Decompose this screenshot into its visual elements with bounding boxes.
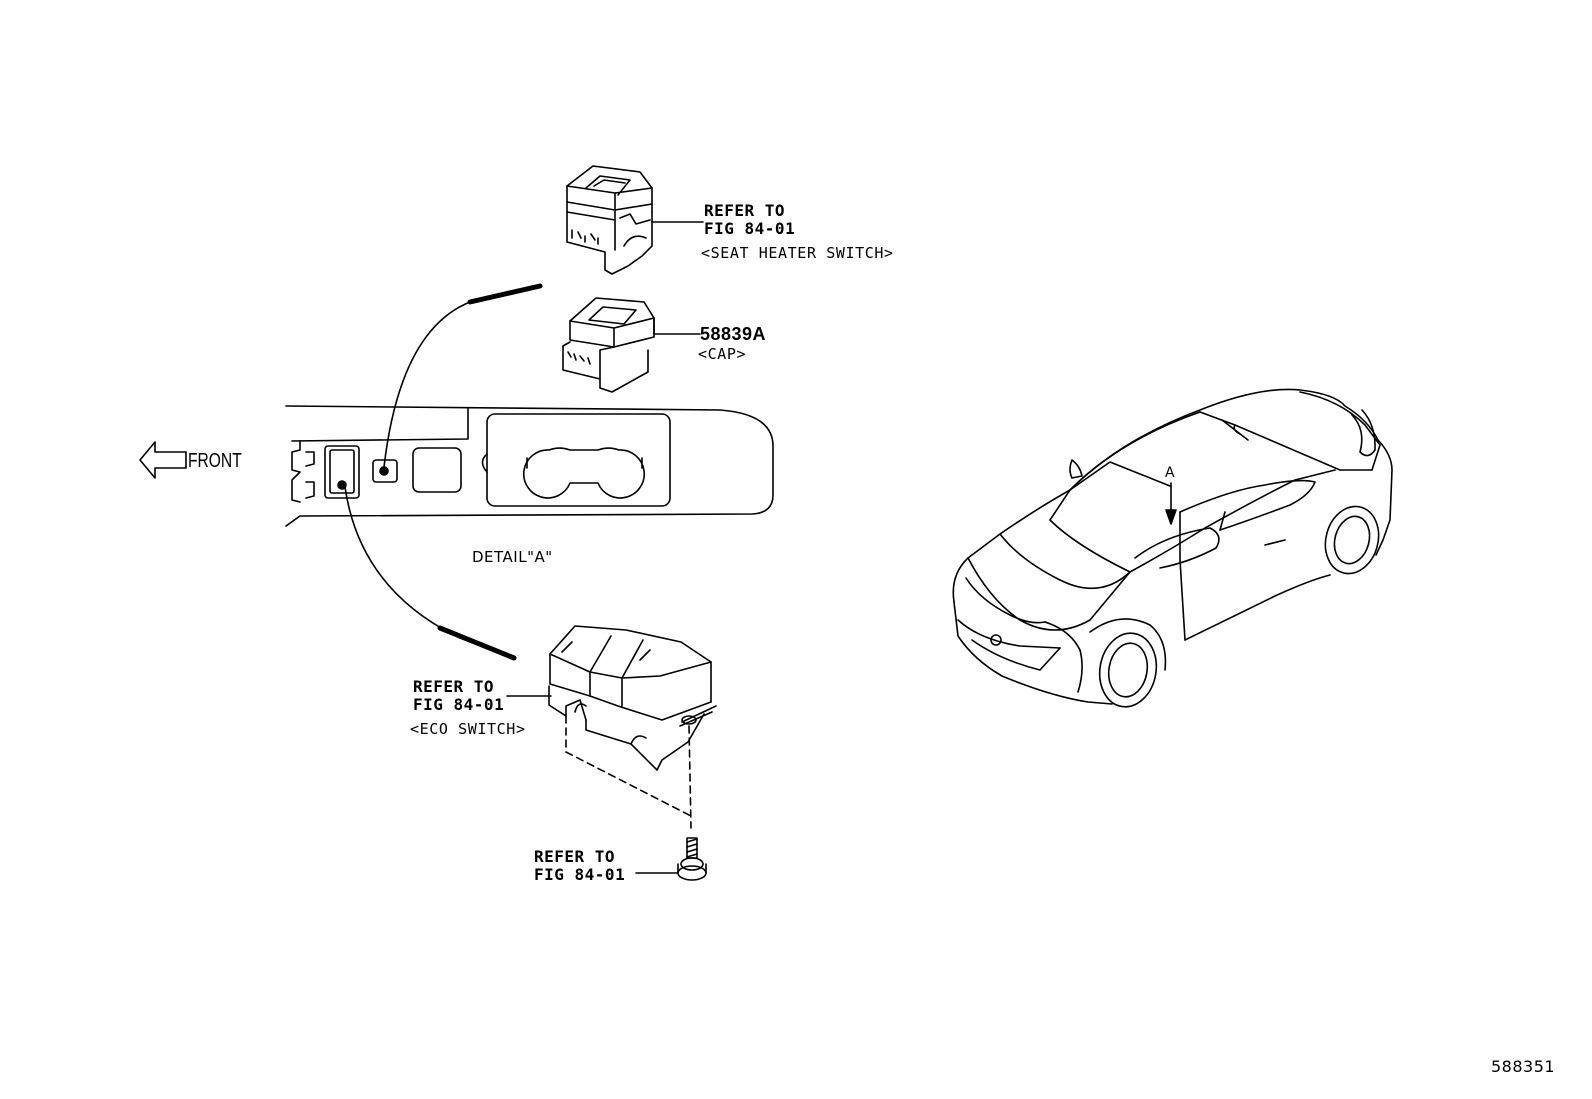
seat-heater-fig-label: FIG 84-01 xyxy=(704,219,796,238)
assembly-line-left xyxy=(566,716,691,816)
figure-id: 588351 xyxy=(1491,1057,1556,1076)
lower-connector-end xyxy=(440,628,514,658)
seat-heater-name-label: <SEAT HEATER SWITCH> xyxy=(701,244,894,262)
eco-refer-label: REFER TO xyxy=(413,677,495,696)
upper-connector-end xyxy=(470,286,540,302)
assembly-line-right xyxy=(689,726,691,828)
seat-heater-refer-label: REFER TO xyxy=(704,201,786,220)
lower-connector-arc xyxy=(345,487,514,658)
vehicle-drawing xyxy=(953,389,1392,711)
cap-name-label: <CAP> xyxy=(698,345,747,363)
seat-heater-switch-drawing xyxy=(567,166,652,274)
view-a-marker: A xyxy=(1165,465,1176,481)
cap-part-number: 58839A xyxy=(700,324,767,344)
front-label: FRONT xyxy=(188,450,242,472)
eco-fig-label: FIG 84-01 xyxy=(413,695,505,714)
screw-drawing xyxy=(678,838,706,880)
view-a-arrowhead xyxy=(1166,510,1176,524)
console-detail-drawing xyxy=(286,406,773,526)
front-arrow-icon xyxy=(140,442,186,478)
eco-switch-drawing xyxy=(549,626,716,770)
eco-name-label: <ECO SWITCH> xyxy=(410,720,526,738)
screw-refer-label: REFER TO xyxy=(534,847,616,866)
detail-a-label: DETAIL"A" xyxy=(472,548,553,566)
seat-heater-pointer-dot xyxy=(380,467,388,475)
upper-connector-arc xyxy=(384,286,540,467)
eco-switch-pointer-dot xyxy=(338,481,346,489)
screw-fig-label: FIG 84-01 xyxy=(534,865,626,884)
cap-drawing xyxy=(563,298,654,392)
